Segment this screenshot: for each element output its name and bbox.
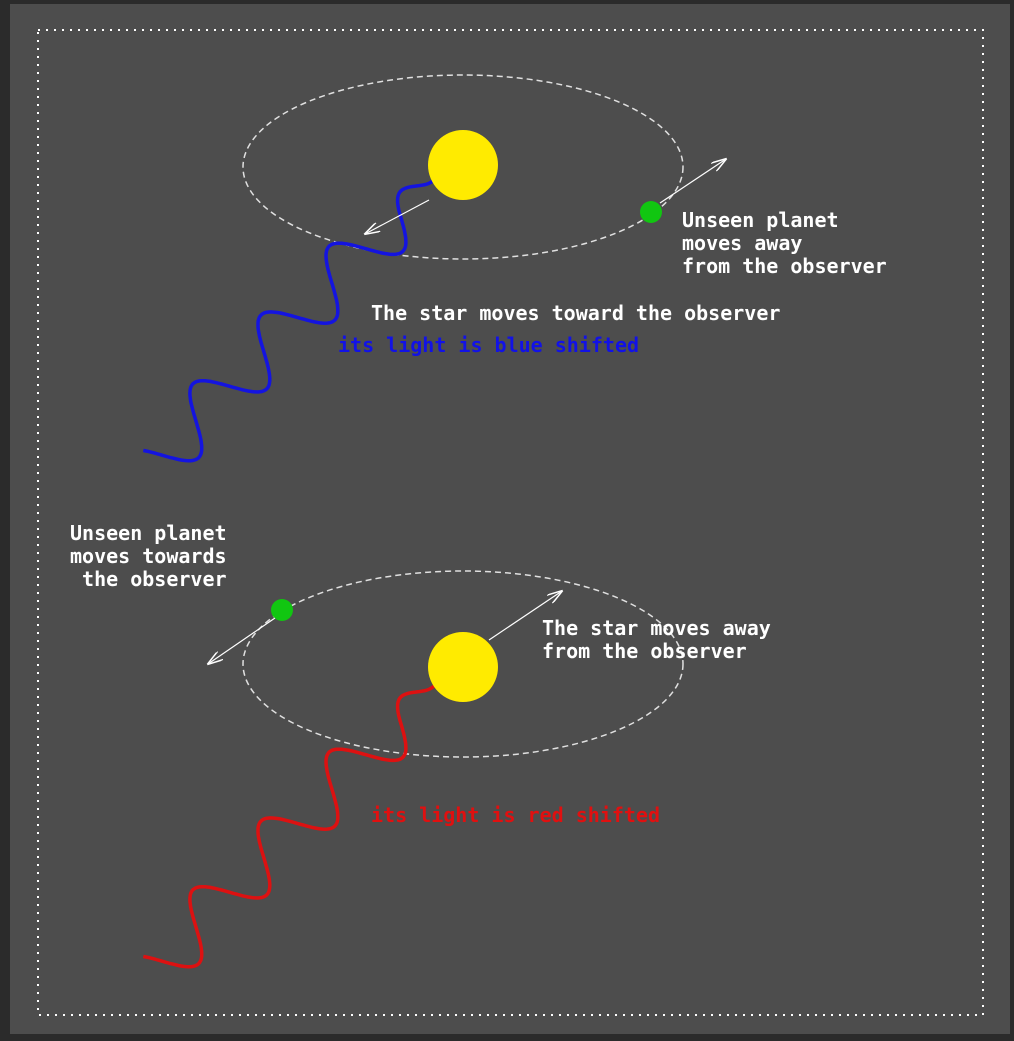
diagram-canvas: Unseen planet moves away from the observ… (10, 4, 1010, 1034)
bottom-star-label: The star moves away from the observer (542, 616, 771, 663)
dotted-frame (37, 29, 984, 1016)
bottom-planet-motion-arrow (208, 617, 276, 664)
top-planet-label: Unseen planet moves away from the observ… (682, 208, 887, 278)
bottom-shift-label: its light is red shifted (371, 803, 660, 827)
bottom-red-light-wave (142, 684, 436, 969)
bottom-star (428, 632, 498, 702)
top-orbit (242, 74, 684, 260)
top-planet-motion-arrow (659, 159, 726, 204)
top-star-label: The star moves toward the observer (371, 301, 781, 325)
top-planet (640, 201, 662, 223)
bottom-orbit (242, 570, 684, 758)
top-blue-light-wave (142, 178, 436, 463)
bottom-star-motion-arrow (488, 591, 562, 641)
top-star-motion-arrow (365, 199, 430, 234)
bottom-planet (271, 599, 293, 621)
bottom-planet-label: Unseen planet moves towards the observer (70, 521, 227, 591)
top-shift-label: its light is blue shifted (338, 333, 640, 357)
diagram-svg (37, 29, 984, 1016)
top-star (428, 130, 498, 200)
